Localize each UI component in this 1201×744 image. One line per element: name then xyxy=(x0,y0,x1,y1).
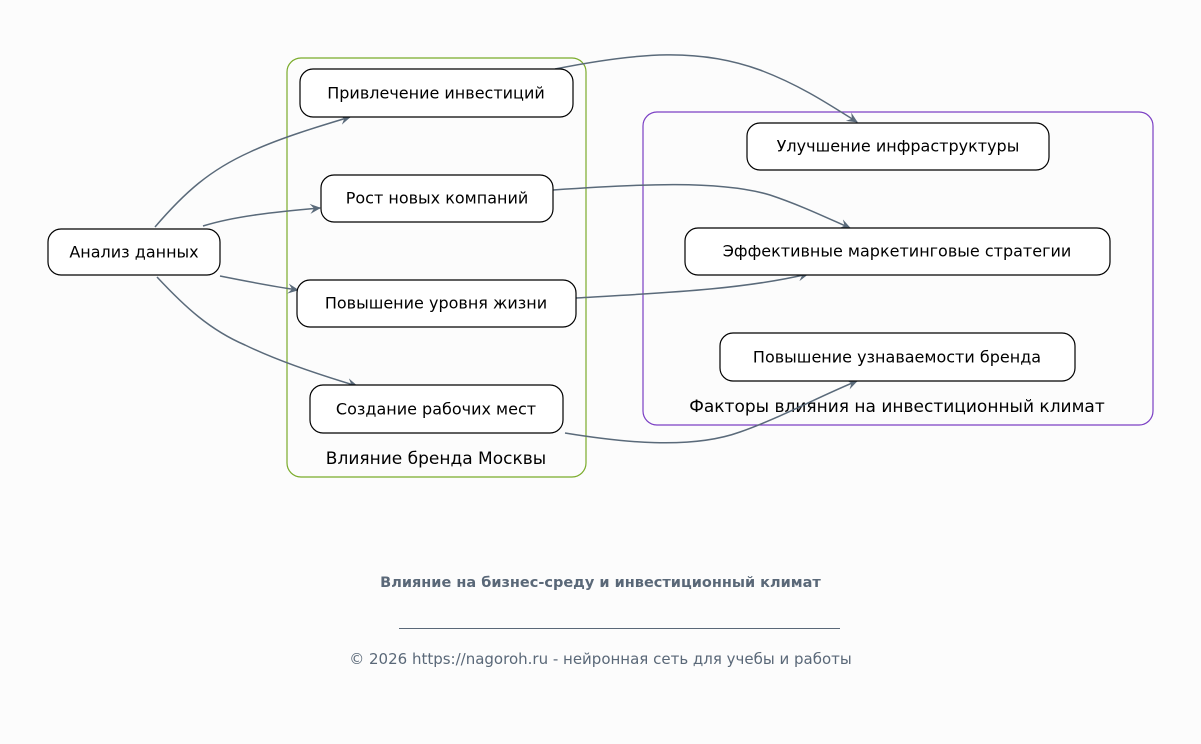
node-jobs[interactable]: Создание рабочих мест xyxy=(309,384,564,434)
edge-analysis-living xyxy=(219,275,299,294)
node-living[interactable]: Повышение уровня жизни xyxy=(296,279,577,328)
node-label: Улучшение инфраструктуры xyxy=(777,137,1020,156)
edge-investment-infrastructure xyxy=(554,54,858,123)
footer-title: Влияние на бизнес-среду и инвестиционный… xyxy=(0,574,1201,592)
node-marketing[interactable]: Эффективные маркетинговые стратегии xyxy=(684,227,1111,276)
edge-companies-marketing xyxy=(552,183,851,229)
edges xyxy=(154,54,858,444)
cluster-investment-factors: Факторы влияния на инвестиционный климат xyxy=(642,111,1154,426)
edge-analysis-jobs xyxy=(156,276,358,388)
node-investment[interactable]: Привлечение инвестиций xyxy=(299,68,574,118)
node-infrastructure[interactable]: Улучшение инфраструктуры xyxy=(746,122,1050,171)
node-label: Повышение узнаваемости бренда xyxy=(753,348,1041,367)
node-label: Привлечение инвестиций xyxy=(327,84,545,103)
node-label: Эффективные маркетинговые стратегии xyxy=(723,242,1072,261)
node-brand[interactable]: Повышение узнаваемости бренда xyxy=(719,332,1076,382)
node-label: Рост новых компаний xyxy=(346,189,529,208)
footer-copyright: © 2026 https://nagoroh.ru - нейронная се… xyxy=(349,650,852,668)
edge-analysis-investment xyxy=(154,115,351,228)
footer-divider xyxy=(399,628,840,629)
node-label: Создание рабочих мест xyxy=(336,400,536,419)
edge-analysis-companies xyxy=(202,203,321,227)
edge-jobs-brand xyxy=(564,380,858,444)
cluster-moscow-brand: Влияние бренда Москвы xyxy=(286,57,587,478)
node-companies[interactable]: Рост новых компаний xyxy=(320,174,554,223)
edge-living-marketing xyxy=(575,271,809,299)
node-analysis[interactable]: Анализ данных xyxy=(47,228,221,276)
footer-title-text: Влияние на бизнес-среду и инвестиционный… xyxy=(380,575,821,591)
node-label: Повышение уровня жизни xyxy=(325,294,547,313)
cluster-label: Факторы влияния на инвестиционный климат xyxy=(689,397,1105,417)
node-label: Анализ данных xyxy=(69,243,198,262)
cluster-label: Влияние бренда Москвы xyxy=(326,449,546,469)
